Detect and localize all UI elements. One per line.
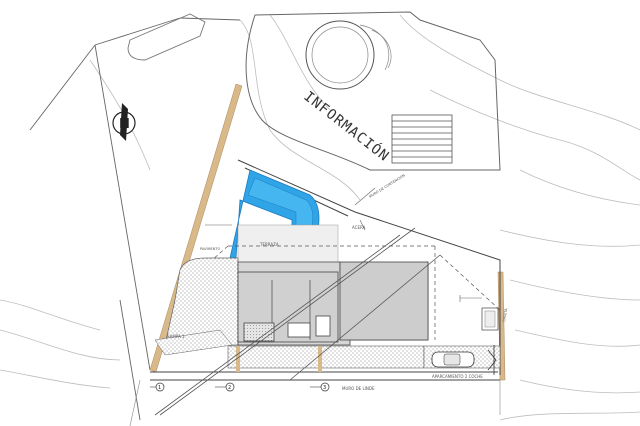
muro-contencion-label: MURO DE CONTENCION — [368, 173, 406, 199]
sand-cross-1 — [236, 346, 240, 372]
section-marker-3: 3 — [310, 382, 330, 392]
information-building — [245, 11, 501, 171]
muro-label: MURO DE LINDE — [342, 386, 375, 391]
stairs-block — [391, 114, 453, 164]
alignment-lines — [154, 227, 441, 416]
main-building — [237, 261, 429, 346]
north-arrow-icon: N — [112, 103, 136, 141]
marker-2-label: 2 — [228, 385, 231, 391]
terrace-label: TERRAZA — [259, 242, 279, 247]
marker-1-label: 1 — [158, 385, 161, 391]
driveway-outline — [127, 13, 206, 61]
road-edges — [29, 17, 241, 421]
section-marker-1: 1 — [150, 382, 165, 392]
caseta-inner — [484, 310, 496, 328]
hatched-courtyard — [164, 257, 239, 346]
car-icon — [431, 351, 475, 368]
sand-cross-2 — [318, 346, 322, 372]
parking-label: APARCAMIENTO 2 COCHE — [432, 374, 483, 379]
rampa-area — [154, 329, 233, 356]
caseta-label: CASETA — [502, 308, 508, 323]
gate-symbol — [487, 345, 497, 375]
marker-3-label: 3 — [323, 385, 326, 391]
north-letter: N — [119, 117, 130, 132]
acera-label: ACERA — [352, 225, 366, 230]
bottom-road-lines — [129, 379, 501, 426]
section-marker-2: 2 — [215, 382, 235, 392]
rampa-label: RAMPA 1 — [167, 334, 185, 339]
pavimento-label: PAVIMENTO — [200, 247, 220, 251]
dimension-marks — [205, 187, 482, 302]
information-label: INFORMACIÓN — [301, 87, 394, 165]
pavement-strip — [227, 345, 425, 369]
terrain-contours — [0, 14, 640, 421]
